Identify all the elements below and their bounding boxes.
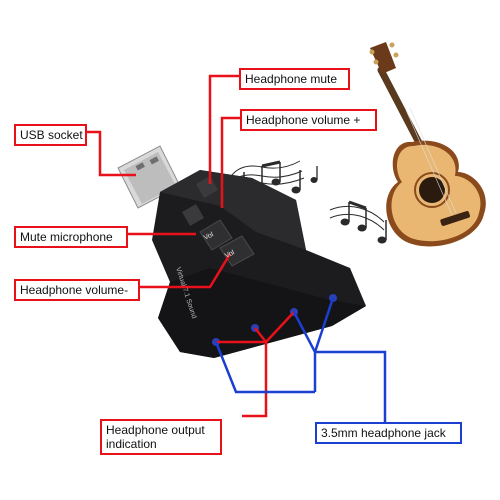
callout-headphone-volume-up: Headphone volume + bbox=[240, 109, 377, 131]
callout-headphone-jack: 3.5mm headphone jack bbox=[315, 422, 462, 444]
callout-headphone-output-indication-line1: Headphone output bbox=[106, 423, 205, 437]
callout-headphone-volume-up-text: Headphone volume + bbox=[246, 113, 361, 127]
blue-callout-lines bbox=[214, 297, 387, 422]
callout-headphone-volume-down-text: Headphone volume- bbox=[20, 283, 129, 297]
callout-headphone-volume-down: Headphone volume- bbox=[14, 279, 140, 301]
callout-headphone-mute-text: Headphone mute bbox=[245, 72, 338, 86]
callout-headphone-output-indication: Headphone output indication bbox=[100, 419, 222, 455]
device-button-vol-lower: Vol bbox=[224, 249, 236, 260]
callout-headphone-mute: Headphone mute bbox=[239, 68, 350, 90]
device-button-vol-upper: Vol bbox=[203, 231, 215, 242]
callout-headphone-jack-text: 3.5mm headphone jack bbox=[321, 426, 446, 440]
callout-mute-microphone-text: Mute microphone bbox=[20, 230, 113, 244]
red-callout-lines bbox=[87, 74, 295, 418]
callout-usb-socket-text: USB socket bbox=[20, 128, 83, 142]
callout-usb-socket: USB socket bbox=[14, 124, 87, 146]
guitar-image bbox=[369, 42, 486, 247]
sound-card-device bbox=[152, 170, 366, 358]
callout-mute-microphone: Mute microphone bbox=[14, 226, 128, 248]
callout-headphone-output-indication-line2: indication bbox=[106, 437, 157, 451]
